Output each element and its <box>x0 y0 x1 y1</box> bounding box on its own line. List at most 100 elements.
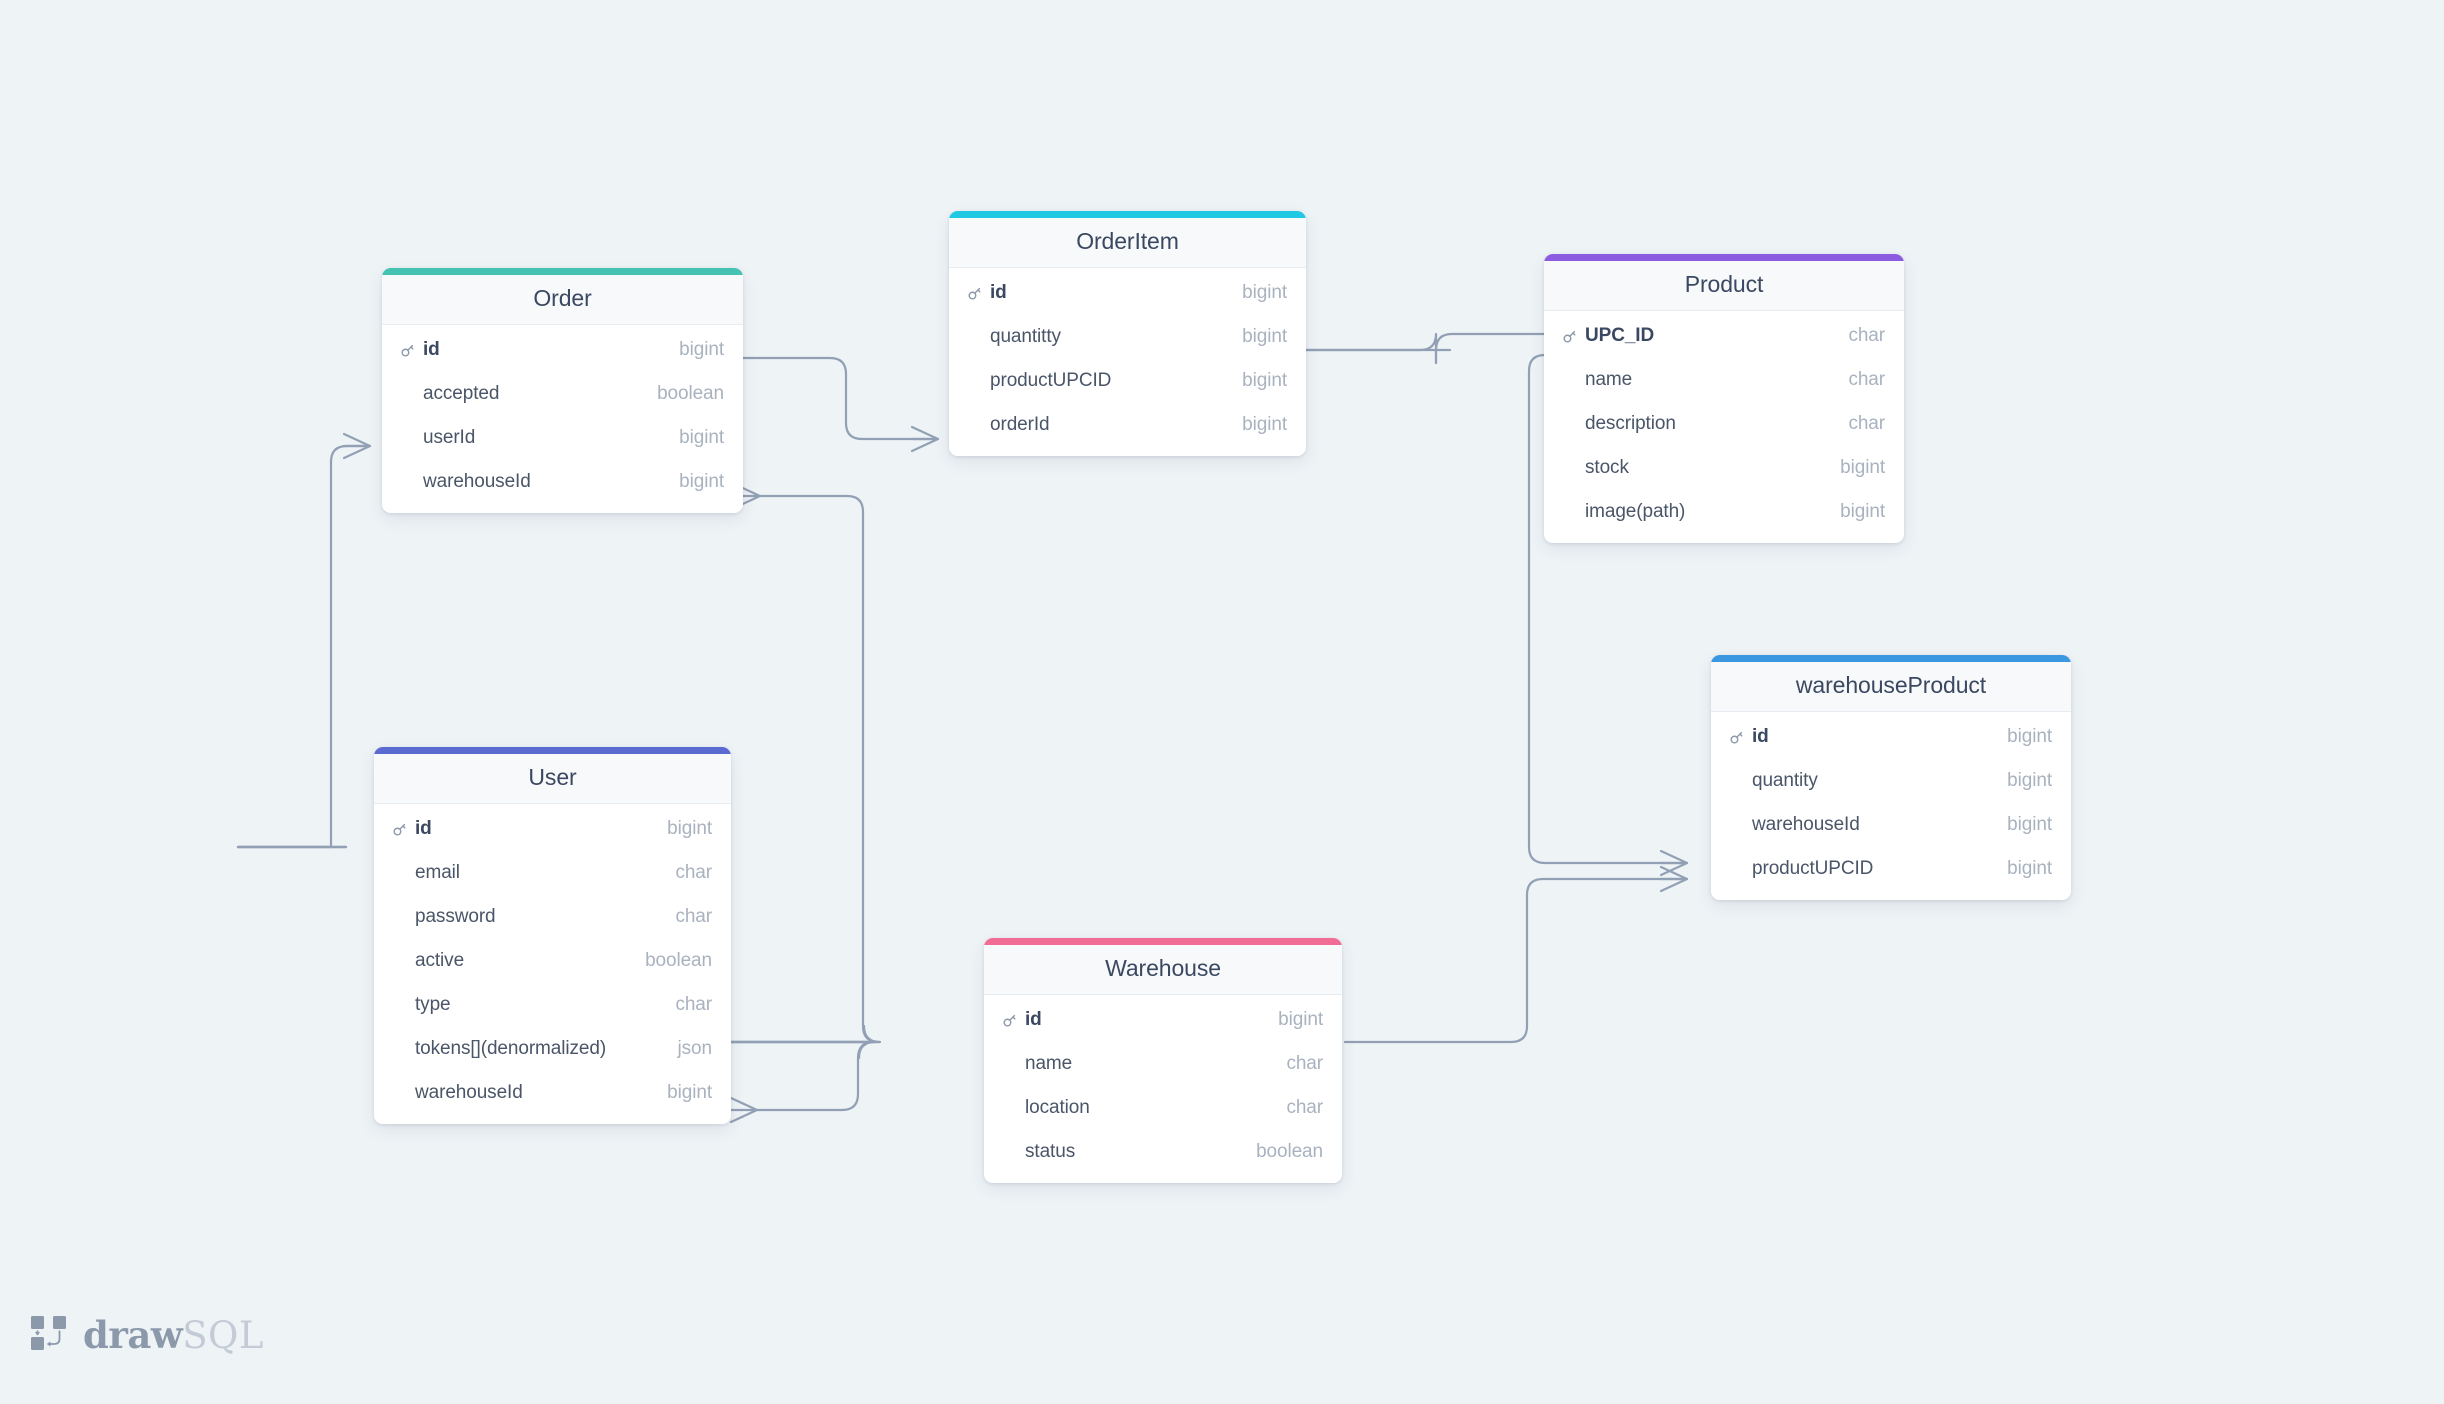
key-placeholder-icon <box>966 372 986 390</box>
column-row[interactable]: location char <box>984 1086 1342 1130</box>
column-type: char <box>1286 1053 1323 1075</box>
column-row[interactable]: quantitty bigint <box>949 315 1306 359</box>
key-placeholder-icon <box>1561 415 1581 433</box>
column-row[interactable]: quantity bigint <box>1711 759 2071 803</box>
table-card-warehouseproduct[interactable]: warehouseProduct id bigint qua <box>1711 655 2071 901</box>
key-placeholder-icon <box>391 908 411 926</box>
key-placeholder-icon <box>1001 1055 1021 1073</box>
primary-key-icon <box>391 820 411 838</box>
column-name: active <box>415 950 465 972</box>
column-row[interactable]: id bigint <box>382 328 743 372</box>
column-row[interactable]: name char <box>1544 358 1904 402</box>
column-row[interactable]: warehouseId bigint <box>382 460 743 504</box>
column-row[interactable]: status boolean <box>984 1130 1342 1174</box>
column-row[interactable]: productUPCID bigint <box>949 359 1306 403</box>
column-name: id <box>1752 726 1769 748</box>
column-type: bigint <box>1242 414 1287 436</box>
key-placeholder-icon <box>391 1084 411 1102</box>
table-title-user: User <box>374 754 731 805</box>
column-row[interactable]: active boolean <box>374 939 731 983</box>
table-title-warehouse: Warehouse <box>984 945 1342 996</box>
primary-key-icon <box>1728 728 1748 746</box>
column-type: char <box>675 994 712 1016</box>
primary-key-icon <box>399 341 419 359</box>
column-row[interactable]: id bigint <box>1711 715 2071 759</box>
column-type: json <box>677 1038 713 1060</box>
column-name: name <box>1025 1053 1073 1075</box>
table-columns-user: id bigint email char password char activ… <box>374 804 731 1125</box>
column-row[interactable]: id bigint <box>984 998 1342 1042</box>
column-type: boolean <box>645 950 712 972</box>
column-type: char <box>1848 369 1885 391</box>
edge-user-id-to-order-userid <box>236 432 372 849</box>
column-row[interactable]: UPC_ID char <box>1544 314 1904 358</box>
column-type: bigint <box>1242 282 1287 304</box>
column-row[interactable]: accepted boolean <box>382 372 743 416</box>
column-name: warehouseId <box>1752 814 1860 836</box>
column-name: orderId <box>990 414 1050 436</box>
column-type: char <box>1848 325 1885 347</box>
column-type: bigint <box>2007 770 2052 792</box>
column-name: warehouseId <box>423 471 531 493</box>
column-row[interactable]: stock bigint <box>1544 446 1904 490</box>
column-row[interactable]: userId bigint <box>382 416 743 460</box>
column-type: bigint <box>679 471 724 493</box>
column-name: id <box>990 282 1007 304</box>
column-type: boolean <box>1256 1141 1323 1163</box>
column-row[interactable]: name char <box>984 1042 1342 1086</box>
column-name: id <box>1025 1009 1042 1031</box>
column-row[interactable]: productUPCID bigint <box>1711 847 2071 891</box>
table-accent-order <box>382 268 743 275</box>
key-placeholder-icon <box>399 385 419 403</box>
table-columns-warehouse: id bigint name char location char status… <box>984 995 1342 1184</box>
table-columns-order: id bigint accepted boolean userId bigint… <box>382 325 743 514</box>
column-name: password <box>415 906 496 928</box>
column-row[interactable]: type char <box>374 983 731 1027</box>
key-placeholder-icon <box>1001 1143 1021 1161</box>
column-type: bigint <box>679 339 724 361</box>
key-placeholder-icon <box>399 429 419 447</box>
column-name: description <box>1585 413 1676 435</box>
column-row[interactable]: description char <box>1544 402 1904 446</box>
column-row[interactable]: id bigint <box>949 271 1306 315</box>
column-name: userId <box>423 427 476 449</box>
key-placeholder-icon <box>966 328 986 346</box>
column-row[interactable]: password char <box>374 895 731 939</box>
column-row[interactable]: warehouseId bigint <box>374 1071 731 1115</box>
key-placeholder-icon <box>391 1040 411 1058</box>
column-row[interactable]: id bigint <box>374 807 731 851</box>
column-row[interactable]: orderId bigint <box>949 403 1306 447</box>
logo-text-draw: draw <box>83 1313 183 1357</box>
column-row[interactable]: email char <box>374 851 731 895</box>
column-name: stock <box>1585 457 1629 479</box>
column-name: quantitty <box>990 326 1061 348</box>
table-card-user[interactable]: User id bigint email c <box>374 747 731 1125</box>
column-type: char <box>675 862 712 884</box>
diagram-mark-icon <box>28 1312 70 1359</box>
column-type: bigint <box>667 818 712 840</box>
table-card-product[interactable]: Product UPC_ID char name <box>1544 254 1904 544</box>
key-placeholder-icon <box>1561 503 1581 521</box>
column-row[interactable]: tokens[](denormalized) json <box>374 1027 731 1071</box>
primary-key-icon <box>966 284 986 302</box>
column-row[interactable]: warehouseId bigint <box>1711 803 2071 847</box>
column-name: accepted <box>423 383 500 405</box>
table-title-orderitem: OrderItem <box>949 218 1306 269</box>
column-type: bigint <box>1840 457 1885 479</box>
column-name: productUPCID <box>990 370 1112 392</box>
key-placeholder-icon <box>1728 772 1748 790</box>
column-type: boolean <box>657 383 724 405</box>
column-row[interactable]: image(path) bigint <box>1544 490 1904 534</box>
table-card-orderitem[interactable]: OrderItem id bigint quantitty <box>949 211 1306 457</box>
column-name: id <box>415 818 432 840</box>
column-type: bigint <box>667 1082 712 1104</box>
table-accent-warehouse <box>984 938 1342 945</box>
table-card-warehouse[interactable]: Warehouse id bigint name <box>984 938 1342 1184</box>
key-placeholder-icon <box>391 864 411 882</box>
key-placeholder-icon <box>1561 371 1581 389</box>
table-card-order[interactable]: Order id bigint accepted <box>382 268 743 514</box>
column-name: type <box>415 994 451 1016</box>
